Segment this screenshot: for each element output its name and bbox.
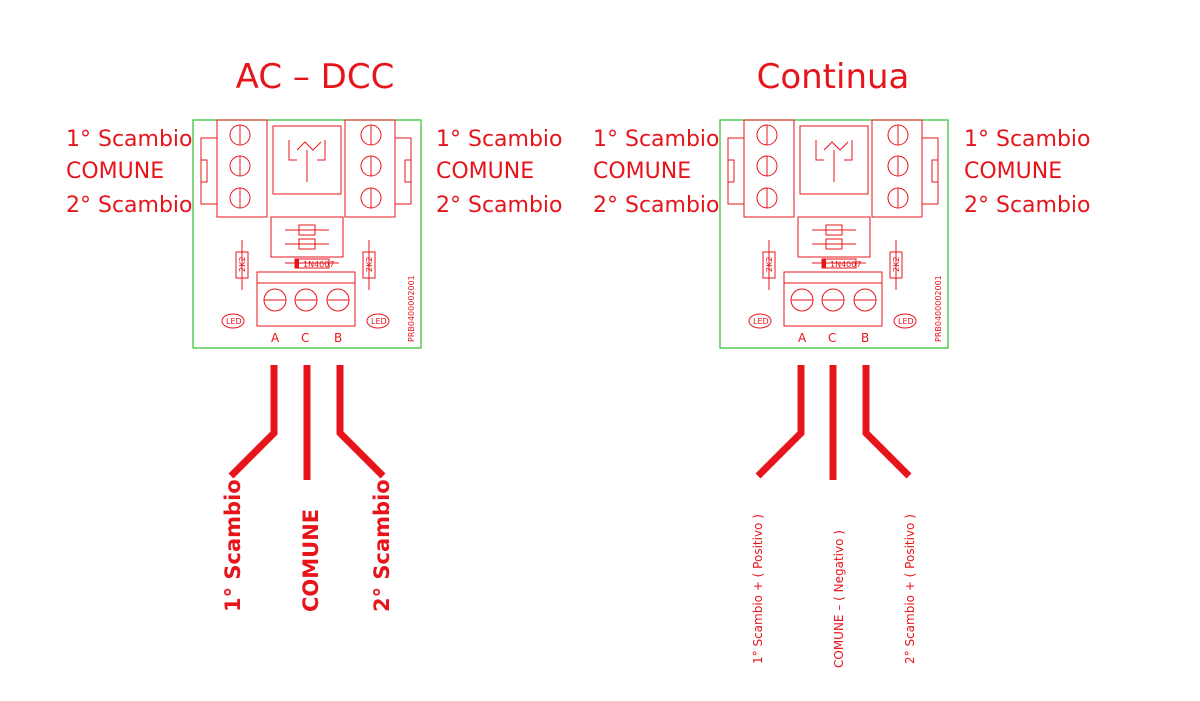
right-board-outline bbox=[719, 119, 949, 349]
left-right-side-label-1: 1° Scambio bbox=[436, 127, 563, 152]
right-wire-1 bbox=[755, 365, 805, 479]
left-led-label-2: LED bbox=[371, 317, 387, 326]
left-side-label-2: COMUNE bbox=[66, 159, 164, 184]
left-resistor-label-1: 2K2 bbox=[238, 257, 247, 272]
left-led-label-1: LED bbox=[226, 317, 242, 326]
left-terminal-a: A bbox=[271, 331, 280, 345]
right-bottom-label-2: COMUNE – ( Negativo ) bbox=[832, 530, 846, 668]
right-bottom-label-1: 1° Scambio + ( Positivo ) bbox=[751, 514, 765, 664]
left-bottom-label-3: 2° Scambio bbox=[370, 479, 394, 612]
right-led-label-1: LED bbox=[753, 317, 769, 326]
right-bottom-label-3: 2° Scambio + ( Positivo ) bbox=[903, 514, 917, 664]
right-wire-3 bbox=[862, 365, 912, 479]
left-bottom-label-1: 1° Scambio bbox=[221, 479, 245, 612]
left-resistor-label-2: 2K2 bbox=[365, 257, 374, 272]
left-board-outline bbox=[192, 119, 422, 349]
left-wire-3 bbox=[336, 365, 386, 479]
left-diode-label: 1N4007 bbox=[303, 260, 334, 269]
right-board: 1N4007 2K2 2K2 A C B LED LED PRB04000020… bbox=[719, 119, 949, 349]
left-side-label-1: 1° Scambio bbox=[66, 127, 193, 152]
left-wire-1 bbox=[228, 365, 278, 479]
right-diode-label: 1N4007 bbox=[830, 260, 861, 269]
right-terminal-a: A bbox=[798, 331, 807, 345]
right-side-label-2: COMUNE bbox=[593, 159, 691, 184]
right-board-code: PRB0400002001 bbox=[934, 275, 943, 342]
left-right-side-label-2: COMUNE bbox=[436, 159, 534, 184]
right-right-side-label-2: COMUNE bbox=[964, 159, 1062, 184]
right-side-label-1: 1° Scambio bbox=[593, 127, 720, 152]
left-title: AC – DCC bbox=[236, 57, 395, 97]
left-board: 1N4007 2K2 2K2 A C B LED LED PRB04000020… bbox=[192, 119, 422, 349]
right-terminal-c: C bbox=[828, 331, 836, 345]
right-right-side-label-3: 2° Scambio bbox=[964, 193, 1091, 218]
right-right-side-label-1: 1° Scambio bbox=[964, 127, 1091, 152]
left-diagram: AC – DCC 1° Scambio COMUNE 2° Scambio 1°… bbox=[66, 57, 563, 612]
left-side-label-3: 2° Scambio bbox=[66, 193, 193, 218]
left-board-code: PRB0400002001 bbox=[407, 275, 416, 342]
right-led-label-2: LED bbox=[898, 317, 914, 326]
left-right-side-label-3: 2° Scambio bbox=[436, 193, 563, 218]
right-diagram: Continua 1° Scambio COMUNE 2° Scambio 1°… bbox=[593, 57, 1091, 668]
left-bottom-label-2: COMUNE bbox=[299, 509, 323, 612]
left-terminal-b: B bbox=[334, 331, 342, 345]
right-resistor-label-2: 2K2 bbox=[892, 257, 901, 272]
right-side-label-3: 2° Scambio bbox=[593, 193, 720, 218]
left-terminal-c: C bbox=[301, 331, 309, 345]
right-title: Continua bbox=[757, 57, 910, 97]
right-terminal-b: B bbox=[861, 331, 869, 345]
right-resistor-label-1: 2K2 bbox=[765, 257, 774, 272]
